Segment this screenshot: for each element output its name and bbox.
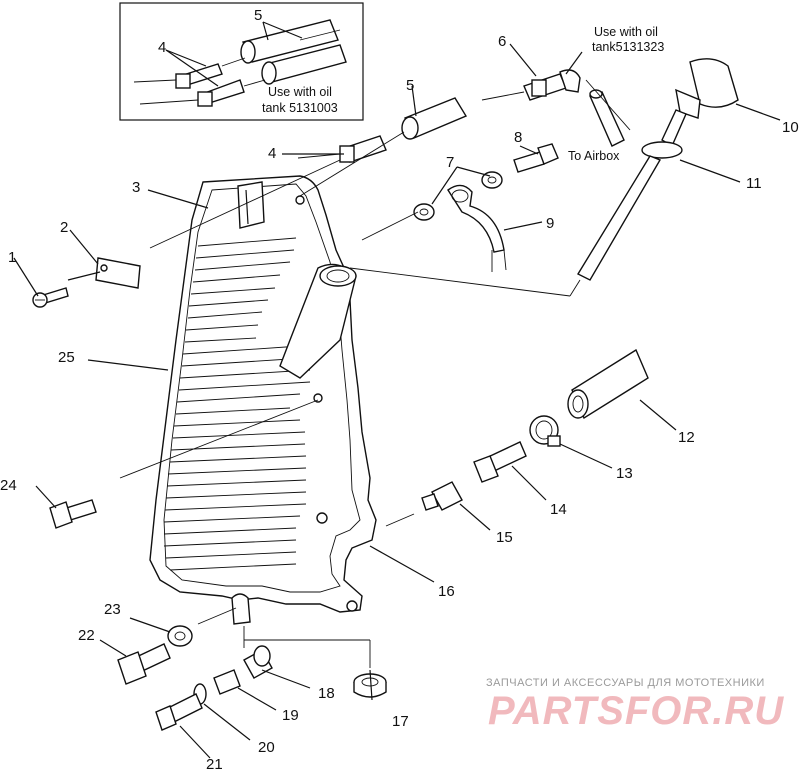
part-1-screw [32, 287, 69, 308]
part-18-spacer [243, 645, 273, 679]
callout-3: 3 [132, 179, 140, 196]
part-15-sensor [421, 481, 463, 511]
part-22-bolt [117, 643, 171, 685]
part-6-elbow [481, 69, 581, 101]
airbox-note: To Airbox [568, 149, 620, 163]
callout-9: 9 [546, 215, 554, 232]
callout-5-inset: 5 [254, 7, 262, 24]
callout-15: 15 [496, 529, 513, 546]
callout-16: 16 [438, 583, 455, 600]
inset-note-line1: Use with oil [268, 85, 332, 99]
part-12-hose [567, 348, 649, 420]
part-10-dipstick-cap [661, 58, 739, 148]
tank-ribs [163, 237, 311, 571]
callout-5: 5 [406, 77, 414, 94]
inset-hose [240, 19, 347, 85]
inset-note-line2: tank 5131003 [262, 101, 338, 115]
callout-4: 4 [268, 145, 276, 162]
callout-12: 12 [678, 429, 695, 446]
callout-22: 22 [78, 627, 95, 644]
part-19-sleeve [213, 669, 241, 695]
dipstick-rod [577, 155, 662, 281]
part-9-banjo [447, 184, 507, 272]
part-14-fitting [473, 441, 527, 483]
notes: Use with oil tank 5131003 Use with oil t… [262, 25, 664, 163]
top-note-line1: Use with oil [594, 25, 658, 39]
callout-23: 23 [104, 601, 121, 618]
callout-6: 6 [498, 33, 506, 50]
leader-lines [13, 43, 781, 759]
callout-7: 7 [446, 154, 454, 171]
part-8-bolt [513, 143, 559, 173]
part-5-hose [401, 97, 468, 140]
callout-20: 20 [258, 739, 275, 756]
callout-24: 24 [0, 477, 17, 494]
callout-21: 21 [206, 756, 223, 770]
part-11-o-ring [641, 141, 683, 159]
callout-25: 25 [58, 349, 75, 366]
callout-2: 2 [60, 219, 68, 236]
oil-tank [149, 175, 377, 625]
watermark-tagline: ЗАПЧАСТИ И АКСЕССУАРЫ ДЛЯ МОТОТЕХНИКИ [486, 677, 765, 689]
callout-4-inset: 4 [158, 39, 166, 56]
inset-box [119, 2, 364, 121]
part-2-plate [95, 257, 141, 289]
part-23-washer [167, 625, 193, 647]
top-note-line2: tank5131323 [592, 40, 664, 54]
callout-19: 19 [282, 707, 299, 724]
callout-18: 18 [318, 685, 335, 702]
callouts: 1 2 3 4 4 5 5 6 7 8 9 10 11 12 13 14 15 … [0, 7, 799, 773]
part-13-clamp [529, 415, 561, 447]
callout-10: 10 [782, 119, 799, 136]
callout-1: 1 [8, 249, 16, 266]
part-4-fitting [297, 135, 387, 163]
callout-8: 8 [514, 129, 522, 146]
watermark: ЗАПЧАСТИ И АКСЕССУАРЫ ДЛЯ МОТОТЕХНИКИ PA… [486, 677, 784, 733]
airbox-hose [585, 79, 631, 147]
inset-fittings [133, 57, 266, 107]
part-17-grommet [353, 673, 387, 698]
callout-17: 17 [392, 713, 409, 730]
watermark-brand: PARTSFOR.RU [488, 689, 784, 733]
callout-14: 14 [550, 501, 567, 518]
part-24-bolt [49, 499, 97, 529]
callout-13: 13 [616, 465, 633, 482]
callout-11: 11 [746, 175, 762, 192]
part-21-bolt [155, 693, 203, 731]
part-7-washers [413, 171, 503, 221]
